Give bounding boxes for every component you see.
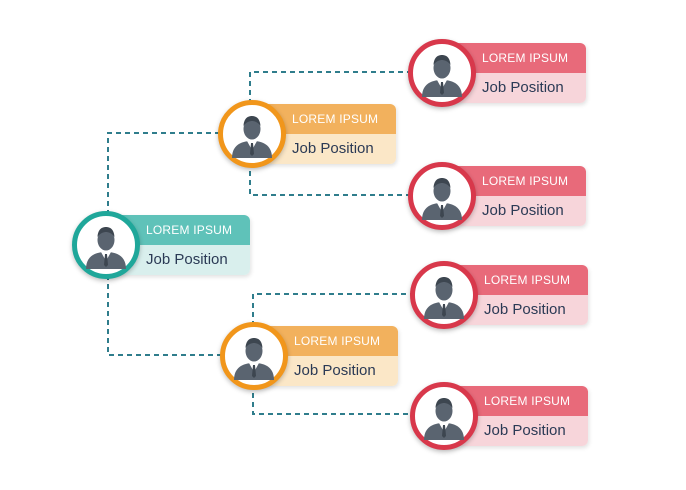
businessman-icon — [408, 162, 476, 230]
businessman-icon — [220, 322, 288, 390]
businessman-icon — [72, 211, 140, 279]
businessman-icon — [218, 100, 286, 168]
connector-root-upper — [107, 132, 222, 215]
person-glyph — [232, 116, 272, 158]
person-glyph — [234, 338, 274, 380]
person-glyph — [422, 55, 462, 97]
person-glyph — [86, 227, 126, 269]
connector-upper-report-2 — [249, 162, 410, 196]
businessman-icon — [410, 382, 478, 450]
person-glyph — [422, 178, 462, 220]
connector-lower-report-2 — [252, 384, 412, 415]
connector-root-lower — [107, 275, 222, 356]
businessman-icon — [410, 261, 478, 329]
person-glyph — [424, 277, 464, 319]
connector-upper-report-1 — [249, 71, 410, 104]
connector-lower-report-1 — [252, 293, 412, 326]
node-title: LOREM IPSUM — [436, 43, 586, 73]
businessman-icon — [408, 39, 476, 107]
person-glyph — [424, 398, 464, 440]
